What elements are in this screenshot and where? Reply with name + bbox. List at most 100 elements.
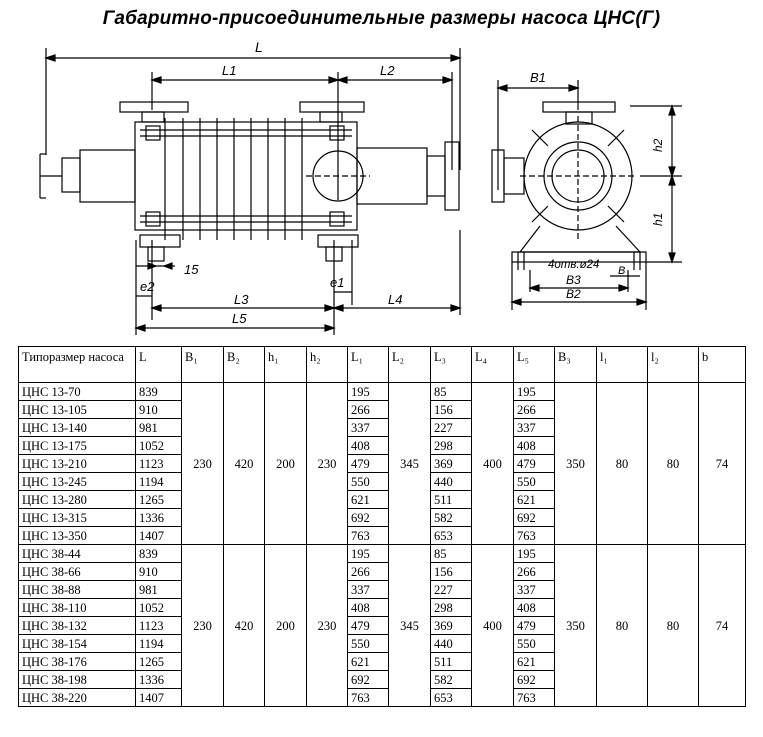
cell-l5: 337	[513, 418, 555, 437]
cell-l1: 621	[347, 652, 389, 671]
cell-l: 1407	[135, 688, 182, 707]
dim-label-L3: L3	[234, 292, 249, 307]
cell-l: 1123	[135, 616, 182, 635]
cell-model: ЦНС 38-44	[18, 544, 136, 563]
cell-model: ЦНС 38-220	[18, 688, 136, 707]
cell-l2: 345	[388, 544, 431, 707]
cell-model: ЦНС 13-140	[18, 418, 136, 437]
header-B3: B₃	[554, 346, 597, 383]
cell-l3: 653	[430, 526, 472, 545]
side-view: L L1 L2 15 e2 e1 L3 L4 L5	[39, 39, 462, 335]
cell-model: ЦНС 38-176	[18, 652, 136, 671]
cell-l5: 479	[513, 454, 555, 473]
cell-l: 1194	[135, 634, 182, 653]
cell-l3: 440	[430, 472, 472, 491]
cell-l1: 337	[347, 418, 389, 437]
dimensions-table: Типоразмер насоса L B₁ B₂ h₁ h₂ L₁ L₂ L₃…	[18, 346, 746, 707]
cell-l: 1194	[135, 472, 182, 491]
cell-l: 1336	[135, 508, 182, 527]
header-L4: L₄	[471, 346, 514, 383]
cell-model: ЦНС 13-245	[18, 472, 136, 491]
cell-l: 1265	[135, 490, 182, 509]
dim-label-holes: 4отв.ø24	[548, 259, 599, 271]
cell-l1: 550	[347, 634, 389, 653]
cell-l1: 550	[347, 472, 389, 491]
header-L2: L₂	[388, 346, 431, 383]
header-b: b	[698, 346, 746, 383]
cell-l3: 511	[430, 652, 472, 671]
cell-l2: 345	[388, 382, 431, 545]
front-view: B1 h2 h1 4отв.ø24 B B3 B2	[491, 70, 682, 310]
dim-label-B3: B3	[566, 273, 581, 287]
dim-label-B1: B1	[530, 70, 546, 85]
cell-model: ЦНС 38-154	[18, 634, 136, 653]
cell-l: 1123	[135, 454, 182, 473]
header-L5: L₅	[513, 346, 555, 383]
cell-l1: 408	[347, 436, 389, 455]
dim-label-15: 15	[184, 262, 199, 277]
cell-l5: 550	[513, 634, 555, 653]
cell-model: ЦНС 13-175	[18, 436, 136, 455]
cell-model: ЦНС 13-350	[18, 526, 136, 545]
cell-l5: 195	[513, 544, 555, 563]
cell-l: 1407	[135, 526, 182, 545]
table-header-row: Типоразмер насоса L B₁ B₂ h₁ h₂ L₁ L₂ L₃…	[18, 346, 746, 383]
dim-label-L5: L5	[232, 311, 247, 326]
cell-b2: 420	[223, 544, 265, 707]
cell-l5: 692	[513, 670, 555, 689]
cell-l1: 479	[347, 454, 389, 473]
cell-l5: 408	[513, 436, 555, 455]
page-title: Габаритно-присоединительные размеры насо…	[102, 8, 661, 29]
cell-l1: 266	[347, 562, 389, 581]
cell-l5: 763	[513, 688, 555, 707]
cell-model: ЦНС 13-280	[18, 490, 136, 509]
header-l2: l₂	[647, 346, 699, 383]
cell-l1: 408	[347, 598, 389, 617]
cell-l5: 621	[513, 490, 555, 509]
cell-l3: 156	[430, 562, 472, 581]
cell-l3: 156	[430, 400, 472, 419]
header-L1: L₁	[347, 346, 389, 383]
cell-l3: 511	[430, 490, 472, 509]
cell-l1: 337	[347, 580, 389, 599]
cell-b1: 230	[181, 544, 224, 707]
dim-label-B2: B2	[566, 287, 581, 301]
cell-l1: 479	[347, 616, 389, 635]
cell-model: ЦНС 38-66	[18, 562, 136, 581]
cell-l: 910	[135, 562, 182, 581]
header-l1: l₁	[596, 346, 648, 383]
cell-model: ЦНС 38-88	[18, 580, 136, 599]
cell-l: 1265	[135, 652, 182, 671]
cell-l3: 369	[430, 616, 472, 635]
cell-l: 981	[135, 580, 182, 599]
cell-l3: 582	[430, 670, 472, 689]
cell-l: 1336	[135, 670, 182, 689]
cell-l3: 85	[430, 544, 472, 563]
dim-label-B: B	[618, 265, 625, 277]
cell-l: 839	[135, 544, 182, 563]
cell-l: 981	[135, 418, 182, 437]
cell-l5: 195	[513, 382, 555, 401]
header-B2: B₂	[223, 346, 265, 383]
cell-l5: 337	[513, 580, 555, 599]
cell-l1: 195	[347, 382, 389, 401]
cell-l2: 80	[647, 382, 699, 545]
header-h1: h₁	[264, 346, 307, 383]
cell-l5: 621	[513, 652, 555, 671]
cell-l3: 227	[430, 580, 472, 599]
cell-h1: 200	[264, 544, 307, 707]
cell-l3: 298	[430, 598, 472, 617]
cell-h1: 200	[264, 382, 307, 545]
dim-label-e2: e2	[140, 279, 155, 294]
cell-h2: 230	[306, 382, 348, 545]
cell-l: 1052	[135, 436, 182, 455]
